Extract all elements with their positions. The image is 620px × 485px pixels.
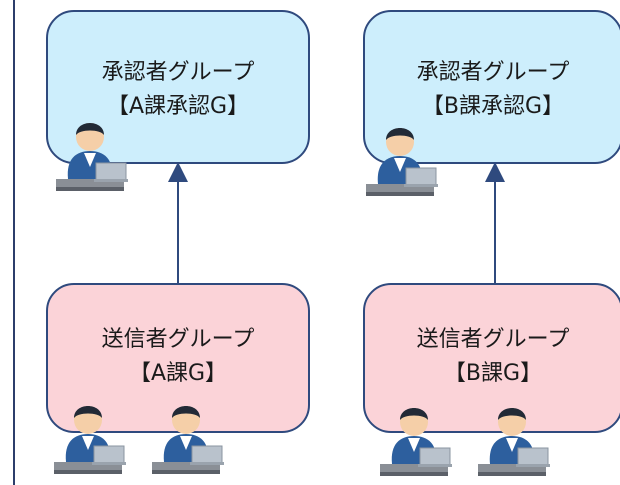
sender-group-a-name: 【A課G】 [128,361,228,386]
person-at-laptop-icon [151,405,225,475]
approver-group-a-name: 【A課承認G】 [106,94,250,119]
approver-group-a-title: 承認者グループ [101,60,255,85]
sender-group-b-title: 送信者グループ [416,327,570,352]
approver-group-b-title: 承認者グループ [416,60,570,85]
person-at-laptop-icon [55,122,129,192]
sender-group-b-box: 送信者グループ 【B課G】 [363,283,620,433]
person-at-laptop-icon [477,407,551,477]
person-at-laptop-icon [365,127,439,197]
person-at-laptop-icon [53,405,127,475]
sender-group-a-title: 送信者グループ [101,327,255,352]
left-divider-line [13,0,15,485]
person-at-laptop-icon [379,407,453,477]
approver-group-b-name: 【B課承認G】 [421,94,565,119]
approver-group-b-box: 承認者グループ 【B課承認G】 [363,10,620,164]
sender-group-b-name: 【B課G】 [443,361,543,386]
